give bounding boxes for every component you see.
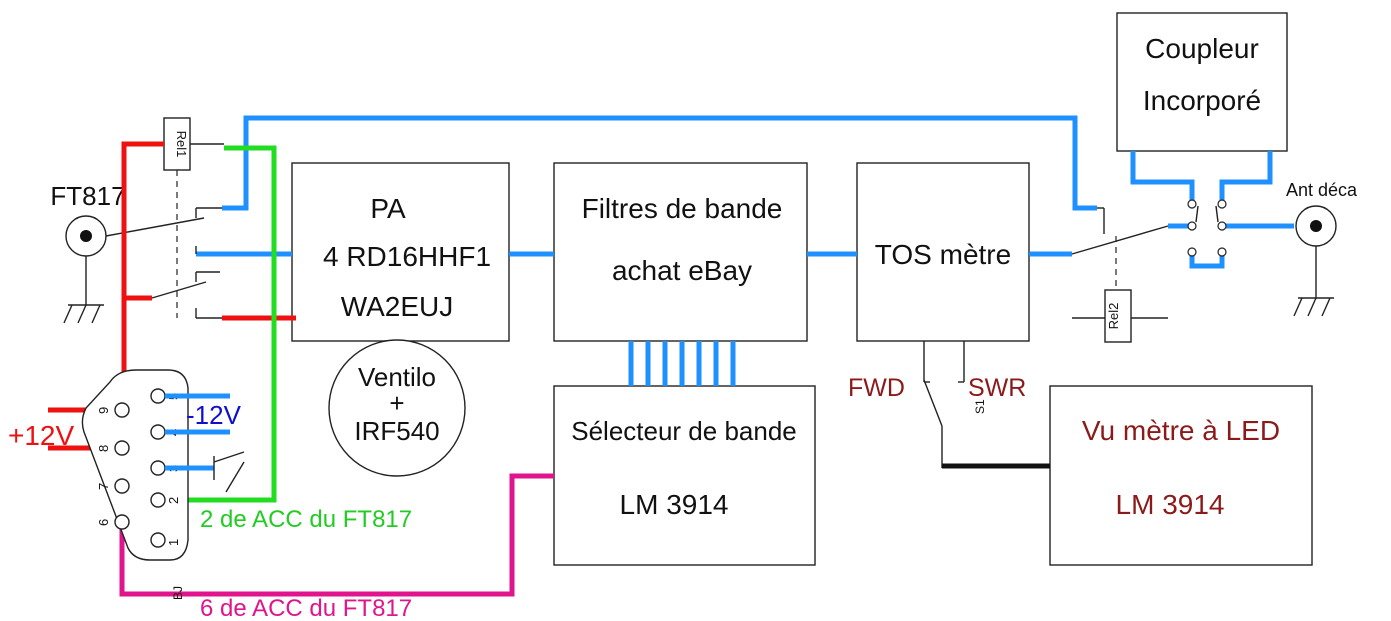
pin3-ground-icon <box>213 451 245 493</box>
db9-pin-4 <box>150 424 166 440</box>
vumeter-block <box>1049 385 1313 566</box>
db9-pin-7 <box>114 478 130 494</box>
coupler-block <box>1116 12 1288 152</box>
pa-label-line3: WA2EUJ <box>341 291 454 322</box>
db9-pin-6 <box>114 514 130 530</box>
vumeter-label-line1: Vu mètre à LED <box>1082 415 1280 446</box>
db9-pin-8 <box>114 440 130 456</box>
acc-pin6-label: 6 de ACC du FT817 <box>200 595 412 621</box>
filters-label-line2: achat eBay <box>612 255 752 286</box>
vumeter-label-line2: LM 3914 <box>1116 489 1225 520</box>
selector-label-line2: LM 3914 <box>620 489 729 520</box>
s1-fwd-label: FWD <box>848 374 905 402</box>
antenna-connector-icon <box>1293 205 1337 317</box>
rel2-coil <box>1104 289 1132 343</box>
s1-switch <box>923 341 965 468</box>
db9-pin-1 <box>150 532 166 548</box>
rel1-label: Rel1 <box>174 131 189 158</box>
db9-pin-9 <box>114 402 130 418</box>
plus12-label: +12V <box>8 420 74 451</box>
selector-label-line1: Sélecteur de bande <box>571 416 797 446</box>
db9-pin-number-1: 1 <box>166 539 181 546</box>
filters-block <box>553 162 808 342</box>
rel2-label: Rel2 <box>1106 303 1121 330</box>
s1-swr-label: SWR <box>968 374 1026 402</box>
db9-pin-3 <box>150 460 166 476</box>
pa-label-line1: PA <box>370 193 406 224</box>
acc-pin2-line <box>160 145 277 503</box>
rf-bypass-line <box>222 115 1097 211</box>
fan-label-line1: Ventilo <box>358 362 436 392</box>
pa-block <box>291 162 510 342</box>
db9-connector <box>81 369 189 561</box>
plus12-feed-line <box>121 141 164 410</box>
db9-pin-number-2: 2 <box>166 497 181 504</box>
coupler-switch-network <box>1130 151 1294 269</box>
tos-label: TOS mètre <box>875 239 1011 270</box>
s1-label: S1 <box>973 399 987 414</box>
coupler-label-line2: Incorporé <box>1143 85 1261 116</box>
db9-pin-number-9: 9 <box>96 407 111 414</box>
rel1-coil <box>163 117 191 171</box>
db9-pin-2 <box>150 492 166 508</box>
minus12-label: -12V <box>186 400 242 430</box>
fan-circle <box>328 339 466 477</box>
db9-pin-number-8: 8 <box>96 445 111 452</box>
selector-block <box>553 385 816 566</box>
ft817-connector-icon <box>63 215 107 324</box>
db9-pin-number-6: 6 <box>96 519 111 526</box>
rel2-contact <box>1071 207 1169 255</box>
tos-block <box>856 162 1030 342</box>
db9-bottom-mark: BJ <box>171 586 185 600</box>
filters-label-line1: Filtres de bande <box>582 193 783 224</box>
band-bus <box>628 341 736 386</box>
acc-pin2-label: 2 de ACC du FT817 <box>200 506 412 533</box>
fan-label-line2: + <box>389 388 404 418</box>
pa-label-line2: 4 RD16HHF1 <box>323 241 491 272</box>
db9-pin-5 <box>150 388 166 404</box>
coupler-label-line1: Coupleur <box>1145 33 1259 64</box>
fan-label-line3: IRF540 <box>354 416 439 446</box>
acc-pin6-line <box>119 473 554 597</box>
ft817-label: FT817 <box>50 181 125 211</box>
rel1-contact-power <box>151 271 222 319</box>
db9-pin-number-7: 7 <box>96 483 111 490</box>
antenna-label: Ant déca <box>1286 180 1358 200</box>
